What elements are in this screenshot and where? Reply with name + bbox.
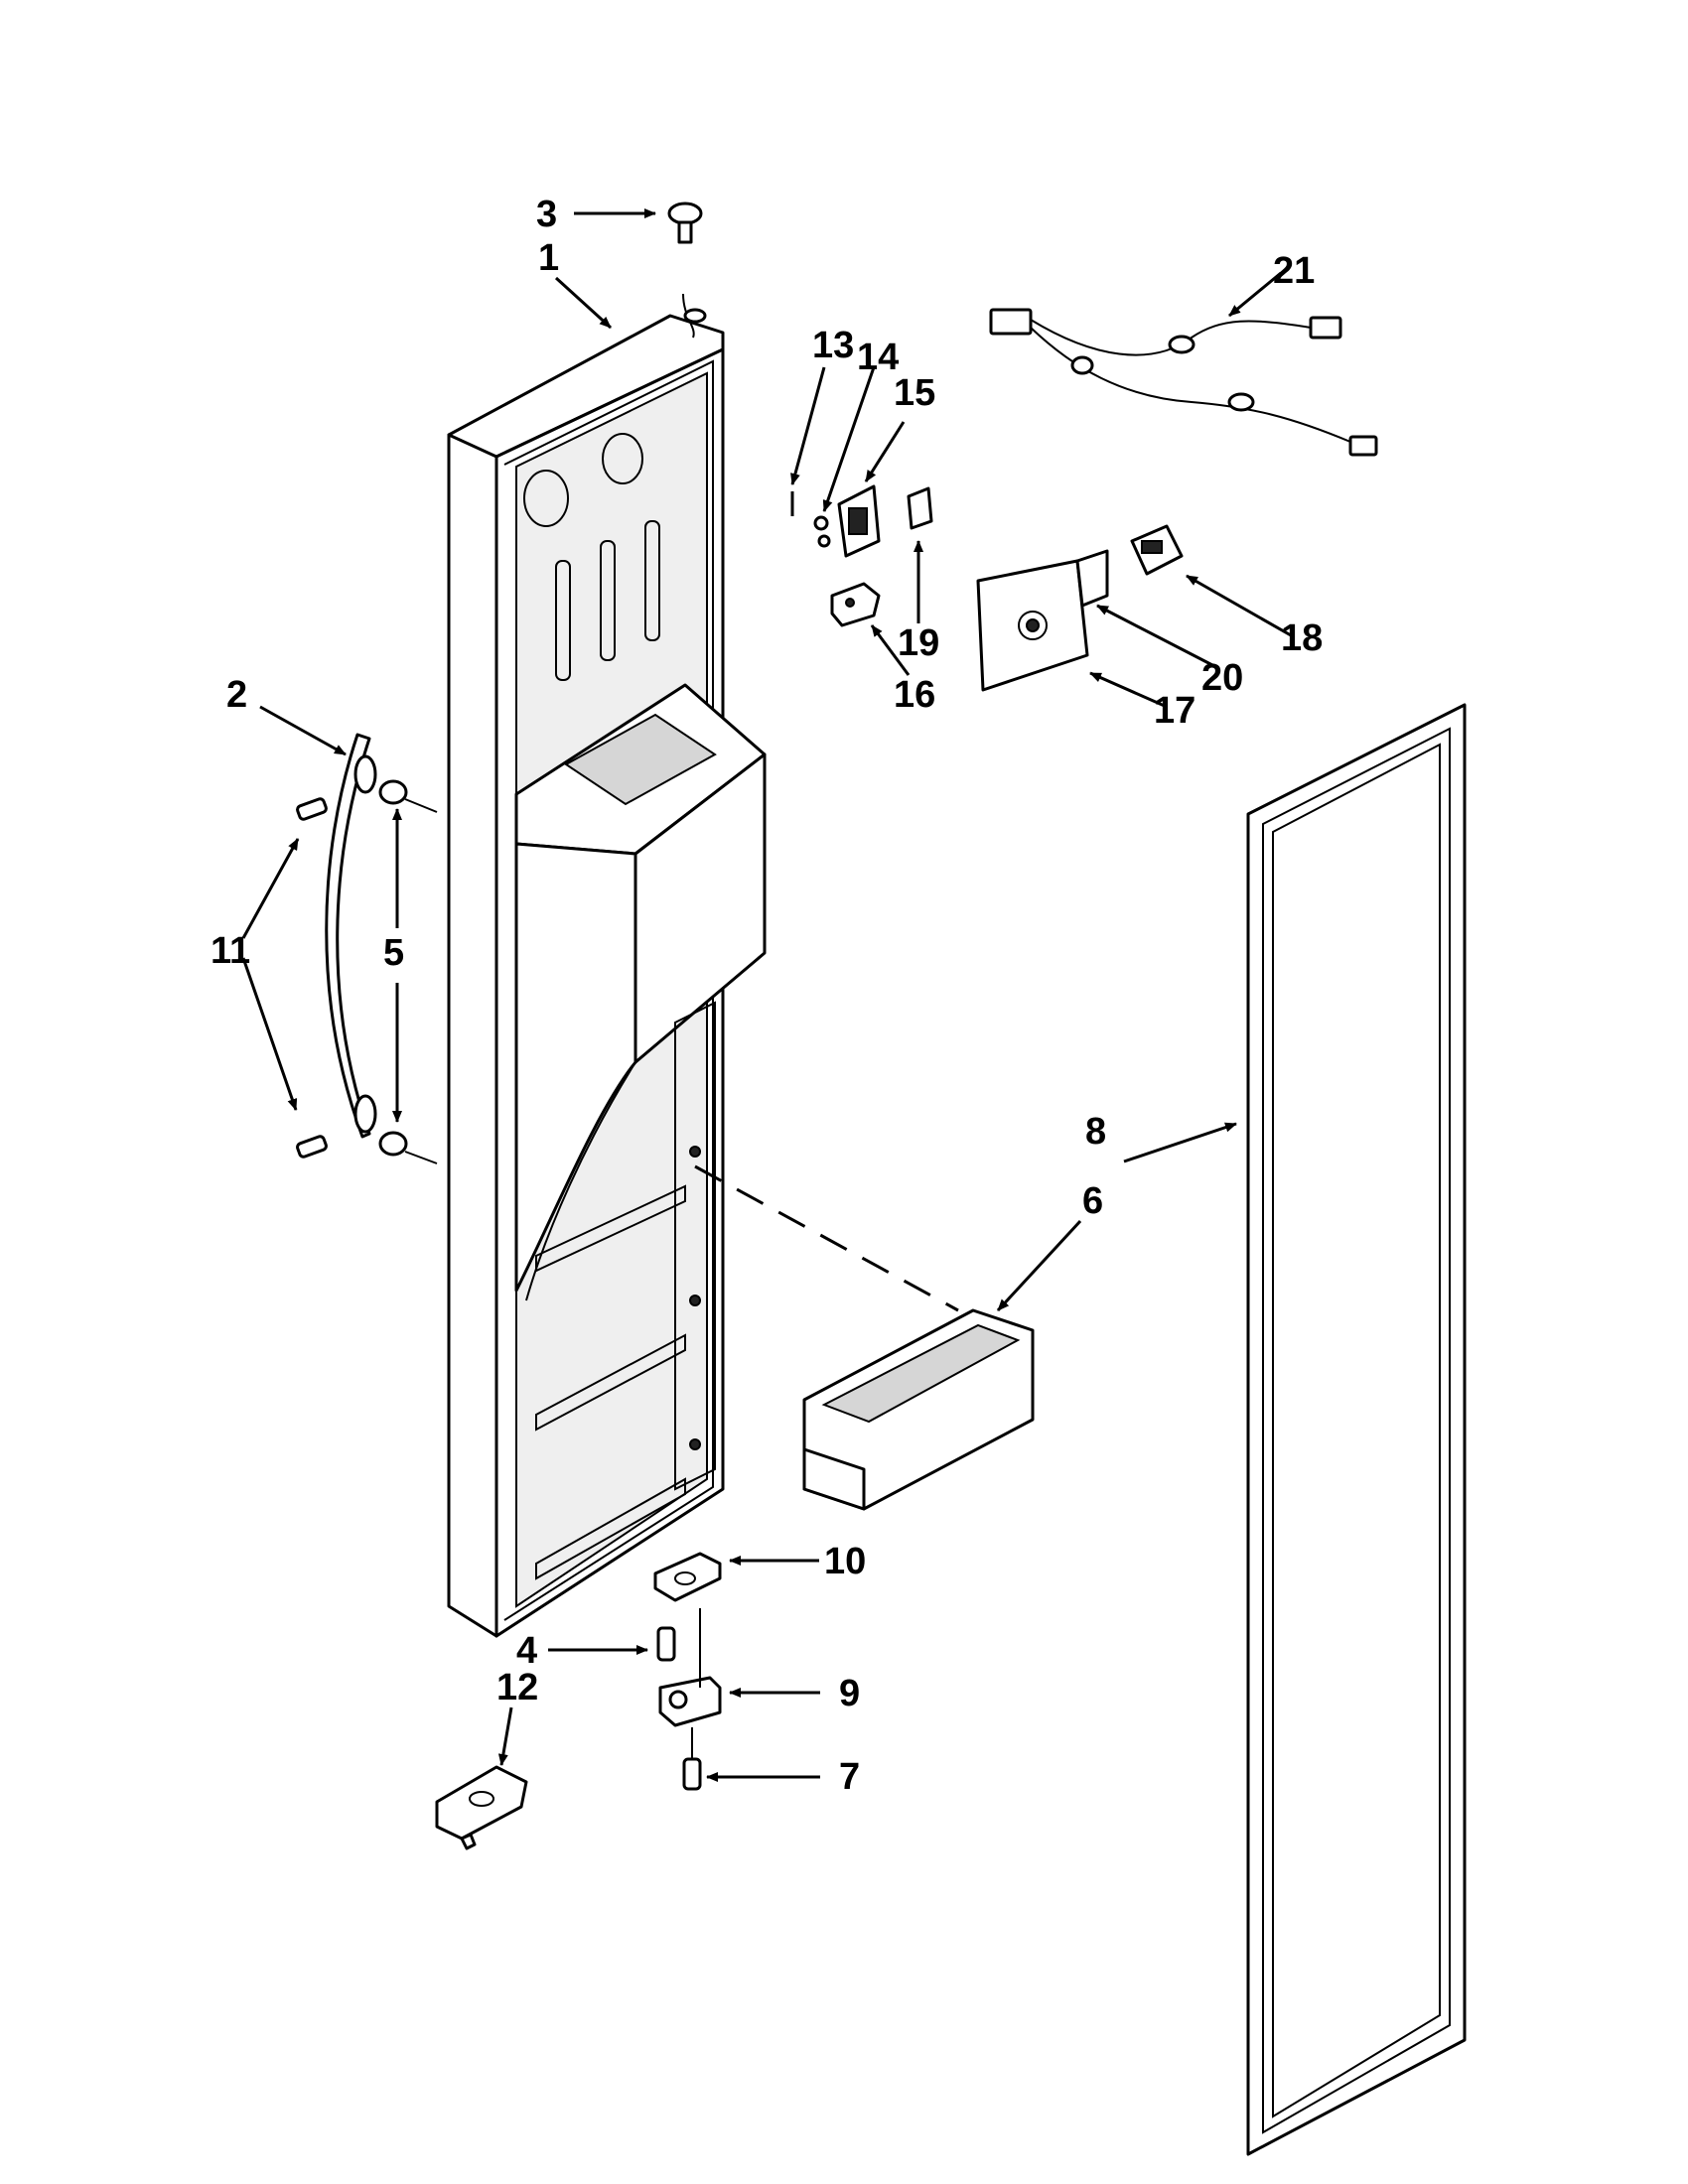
callout-12: 12 bbox=[496, 1667, 538, 1708]
part-16-bracket bbox=[830, 582, 881, 627]
hinge-cover-12 bbox=[435, 1765, 528, 1850]
door-bin bbox=[694, 1164, 1035, 1511]
callout-16: 16 bbox=[894, 674, 935, 716]
handle-spacer-bottom bbox=[378, 1131, 438, 1164]
door-handle bbox=[325, 733, 377, 1139]
callout-21: 21 bbox=[1273, 250, 1315, 292]
part-15-switch-housing bbox=[837, 484, 881, 558]
handle-screw-bottom bbox=[296, 1135, 328, 1159]
callout-4: 4 bbox=[516, 1630, 537, 1672]
hinge-screw-7 bbox=[682, 1727, 702, 1791]
callout-2: 2 bbox=[226, 674, 247, 716]
callout-11: 11 bbox=[211, 930, 250, 972]
callout-8: 8 bbox=[1085, 1111, 1106, 1153]
callout-14: 14 bbox=[857, 337, 899, 378]
handle-spacer-top bbox=[378, 779, 438, 813]
callout-19: 19 bbox=[898, 622, 939, 664]
part-19-switch bbox=[907, 486, 933, 530]
callout-3: 3 bbox=[536, 194, 557, 235]
part-20-bracket bbox=[1075, 549, 1109, 608]
part-14-clip bbox=[813, 515, 831, 548]
hinge-screw-4 bbox=[656, 1626, 676, 1662]
part-21-wire-harness bbox=[989, 308, 1378, 457]
callout-6: 6 bbox=[1082, 1180, 1103, 1222]
leader-arrows bbox=[241, 208, 1292, 1782]
callout-5: 5 bbox=[383, 932, 404, 974]
callout-1: 1 bbox=[538, 237, 559, 279]
hinge-9 bbox=[658, 1608, 722, 1727]
callout-20: 20 bbox=[1201, 657, 1243, 699]
callout-17: 17 bbox=[1154, 690, 1196, 732]
callout-15: 15 bbox=[894, 372, 935, 414]
callout-7: 7 bbox=[839, 1756, 860, 1798]
callout-18: 18 bbox=[1281, 617, 1323, 659]
hinge-bracket-10 bbox=[653, 1552, 722, 1602]
callout-labels: 3 1 2 11 5 13 14 15 19 16 18 20 17 21 8 … bbox=[211, 194, 1323, 1798]
top-hinge-plug bbox=[667, 202, 707, 339]
part-18-module bbox=[1130, 524, 1184, 576]
callout-13: 13 bbox=[812, 325, 854, 366]
door-assembly bbox=[447, 314, 767, 1638]
part-17-dispenser-control bbox=[976, 559, 1089, 692]
callout-9: 9 bbox=[839, 1673, 860, 1714]
handle-screw-top bbox=[296, 797, 328, 821]
callout-10: 10 bbox=[824, 1541, 866, 1582]
door-gasket bbox=[1246, 703, 1467, 2156]
